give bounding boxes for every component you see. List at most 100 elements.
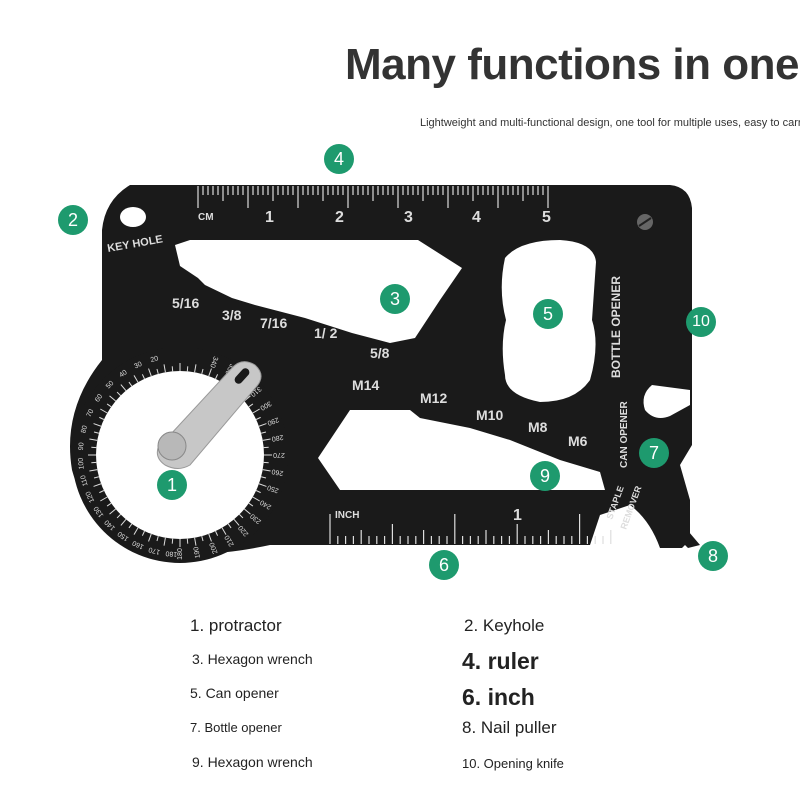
protractor-tick	[106, 403, 112, 408]
protractor-label: 210	[224, 534, 236, 548]
protractor-label: 20	[150, 355, 159, 364]
protractor-tick	[194, 537, 197, 546]
cm-label: CM	[198, 212, 214, 223]
protractor-label: 100	[78, 457, 86, 469]
protractor-label: 30	[133, 361, 143, 371]
callout-badge-9: 9	[530, 461, 560, 491]
wrench-size-label: M8	[528, 419, 548, 435]
inch-ruler-ticks	[329, 514, 612, 544]
protractor-label: 70	[86, 408, 96, 418]
wrench-size-label: 3/8	[222, 307, 242, 323]
protractor-tick	[252, 496, 260, 502]
wrench-size-label: 5/8	[370, 345, 390, 361]
protractor-tick	[255, 490, 261, 494]
callout-badge-3: 3	[380, 284, 410, 314]
protractor-tick	[89, 438, 98, 441]
callout-badge-1: 1	[157, 470, 187, 500]
feature-item: 5. Can opener	[190, 685, 279, 701]
protractor-label: 190	[193, 546, 202, 559]
wrench-size-label: M6	[568, 433, 588, 449]
protractor-tick	[248, 403, 254, 408]
feature-item: 3. Hexagon wrench	[192, 651, 313, 667]
protractor-tick	[89, 469, 98, 472]
protractor-label: 240	[259, 498, 273, 510]
protractor-tick	[120, 519, 127, 526]
feature-item: 7. Bottle opener	[190, 720, 282, 735]
protractor-tick	[163, 364, 166, 373]
protractor-label: 180	[177, 548, 184, 560]
feature-item: 10. Opening knife	[462, 756, 564, 771]
protractor-tick	[261, 476, 267, 479]
feature-item: 2. Keyhole	[464, 616, 545, 635]
protractor-tick	[116, 391, 121, 396]
protractor-tick	[93, 431, 99, 434]
protractor-tick	[201, 368, 204, 374]
feature-item: 4. ruler	[462, 648, 539, 674]
callout-badge-7: 7	[639, 438, 669, 468]
wrench-size-label: 1/ 2	[314, 325, 338, 341]
protractor-tick	[262, 438, 271, 441]
cm-number: 1	[265, 209, 274, 226]
protractor-tick	[163, 537, 166, 546]
protractor-tick	[252, 408, 260, 414]
protractor-tick	[215, 530, 219, 536]
protractor-label: 90	[78, 442, 86, 450]
protractor-tick	[93, 483, 102, 487]
protractor-label: 170	[148, 545, 161, 555]
protractor-tick	[116, 514, 121, 519]
protractor-tick	[128, 381, 133, 387]
callout-badge-4: 4	[324, 144, 354, 174]
protractor-tick	[233, 519, 240, 526]
pivot-rivet	[157, 431, 187, 461]
protractor-label: 60	[94, 393, 104, 403]
inch-number: 1	[513, 507, 522, 524]
cm-number: 2	[335, 209, 344, 226]
protractor-tick	[208, 368, 212, 377]
callout-badge-6: 6	[429, 550, 459, 580]
protractor-label: 160	[131, 539, 145, 550]
protractor-tick	[148, 533, 152, 542]
protractor-tick	[133, 527, 139, 535]
wrench-size-label: M14	[352, 377, 379, 393]
wrench-size-label: M12	[420, 390, 447, 406]
protractor-tick	[128, 523, 133, 529]
protractor-ticks	[88, 363, 272, 547]
protractor-tick	[244, 508, 251, 515]
wrench-size-label: 7/16	[260, 315, 287, 331]
inch-label: INCH	[335, 510, 359, 521]
protractor-label: 290	[266, 416, 279, 427]
protractor-tick	[156, 368, 159, 374]
protractor-label: 110	[80, 474, 90, 487]
protractor-label: 340	[208, 355, 219, 368]
protractor-tick	[255, 416, 261, 420]
protractor-tick	[99, 416, 105, 420]
protractor-tick	[227, 523, 232, 529]
feature-item: 6. inch	[462, 684, 535, 710]
protractor-tick	[109, 395, 116, 402]
protractor-label: 250	[266, 483, 279, 494]
protractor-tick	[239, 514, 244, 519]
protractor-tick	[248, 502, 254, 507]
protractor-tick	[120, 384, 127, 391]
protractor-label: 330	[223, 362, 235, 376]
callout-badge-5: 5	[533, 299, 563, 329]
protractor-tick	[99, 490, 105, 494]
protractor-tick	[109, 508, 116, 515]
protractor-tick	[106, 502, 112, 507]
nail-puller-tip	[668, 512, 700, 548]
cm-ruler-ticks	[197, 186, 549, 208]
callout-badge-2: 2	[58, 205, 88, 235]
protractor-tick	[201, 536, 204, 542]
bottle-opener-label: BOTTLE OPENER	[609, 276, 623, 378]
protractor-tick	[100, 408, 108, 414]
cm-number: 5	[542, 209, 551, 226]
protractor-tick	[221, 527, 227, 535]
protractor-tick	[141, 530, 145, 536]
protractor-tick	[215, 374, 219, 380]
protractor-tick	[93, 476, 99, 479]
feature-item: 8. Nail puller	[462, 718, 557, 737]
multitool-card-illustration: 2030405060708090100110120130140150160170…	[70, 185, 700, 563]
wrench-size-label: 5/16	[172, 295, 199, 311]
protractor-label: 200	[209, 541, 220, 554]
protractor-tick	[93, 423, 102, 427]
